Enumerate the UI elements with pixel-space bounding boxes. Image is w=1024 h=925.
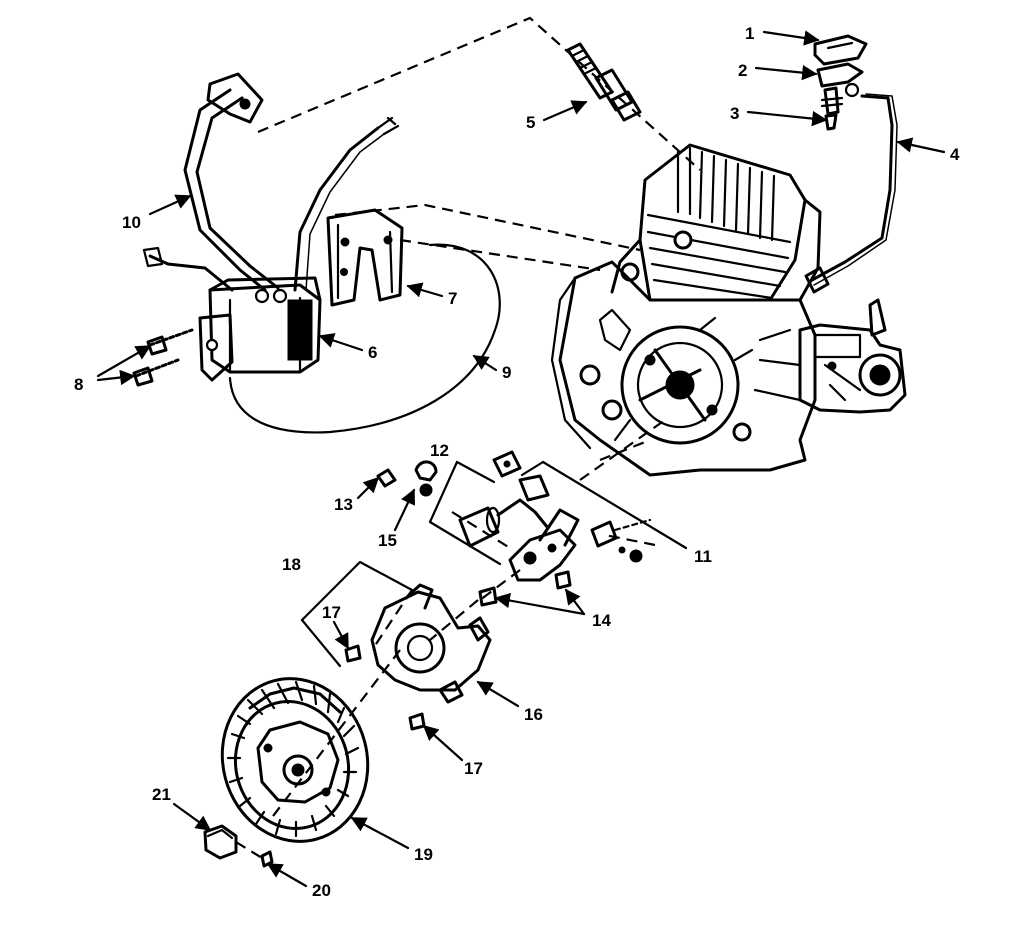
callout-16: 16	[524, 705, 543, 724]
flywheel-nut	[203, 824, 238, 860]
assembly-lines	[235, 16, 701, 859]
primer-assembly	[813, 34, 868, 131]
callout-1: 1	[745, 24, 754, 43]
flywheel-washer	[260, 850, 274, 868]
callout-17-lower: 17	[464, 759, 483, 778]
callout-5: 5	[526, 113, 535, 132]
carburetor	[798, 298, 907, 414]
callout-9: 9	[502, 363, 511, 382]
callout-3: 3	[730, 104, 739, 123]
callout-17-upper: 17	[322, 603, 341, 622]
callout-2: 2	[738, 61, 747, 80]
callout-21: 21	[152, 785, 171, 804]
crankcase	[550, 260, 817, 477]
breaker-cover	[300, 560, 492, 731]
ignition-coil	[142, 72, 400, 382]
callout-10: 10	[122, 213, 141, 232]
callout-8: 8	[74, 375, 83, 394]
callout-18: 18	[282, 555, 301, 574]
spark-plug	[566, 42, 642, 122]
callout-12: 12	[430, 441, 449, 460]
callout-6: 6	[368, 343, 377, 362]
ground-wire-loop	[228, 243, 501, 434]
callout-20: 20	[312, 881, 331, 900]
coil-bracket	[326, 208, 404, 307]
callout-13: 13	[334, 495, 353, 514]
callout-19: 19	[414, 845, 433, 864]
callout-7: 7	[448, 289, 457, 308]
coil-screws	[132, 328, 194, 387]
callout-4: 4	[950, 145, 960, 164]
fuel-line	[804, 93, 898, 294]
leader-lines	[96, 30, 946, 888]
engine-assembly	[550, 143, 907, 477]
flywheel	[220, 677, 370, 843]
cylinder-head	[610, 143, 822, 302]
callout-14: 14	[592, 611, 611, 630]
callout-15: 15	[378, 531, 397, 550]
callout-labels: 1 2 3 4 5 6 7 8 9 10 11 12 13 14 15 16 1…	[74, 24, 960, 900]
callout-11: 11	[694, 547, 712, 566]
breaker-points-assembly	[376, 450, 688, 607]
